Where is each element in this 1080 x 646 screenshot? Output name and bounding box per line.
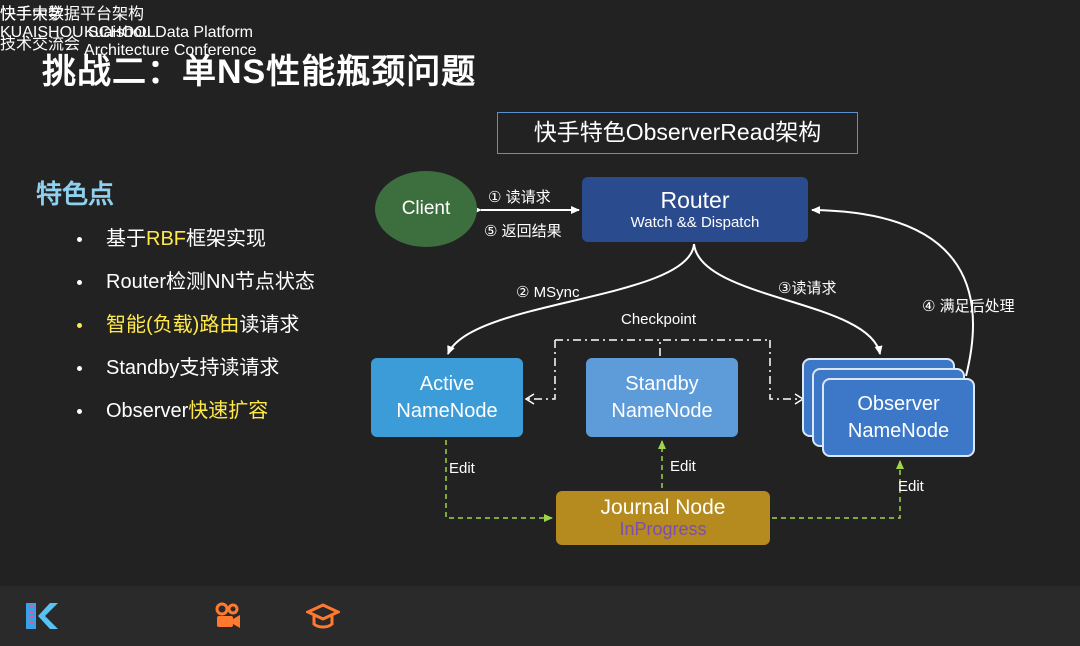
kuaishou-logo-icon: [215, 602, 240, 628]
feature-item: Standby支持读请求: [77, 351, 315, 394]
conference-brand-line1: 快手大数据平台架构: [0, 6, 145, 23]
standby-label-1: Standby: [625, 372, 699, 395]
post-process-arrow: [811, 206, 974, 377]
kuaishou-school-logo-icon: [306, 603, 340, 629]
standby-label-2: NameNode: [611, 399, 713, 422]
kuaishou-school-name: 快手中学: [0, 6, 65, 23]
client-label: Client: [401, 198, 451, 219]
features-heading: 特色点: [36, 179, 115, 209]
journal-sublabel: InProgress: [619, 519, 707, 539]
read-request-label: ① 读请求: [488, 189, 551, 206]
observer-label-2: NameNode: [847, 419, 950, 442]
feature-text: RBF: [146, 228, 186, 250]
edit-active-label: Edit: [449, 460, 475, 477]
checkpoint-arrow-active: [524, 393, 535, 405]
active-label-1: Active: [419, 372, 475, 395]
router-label: Router: [660, 186, 730, 213]
footer-bar: [0, 586, 1080, 646]
kuaishou-brand: 快手: [0, 6, 33, 23]
client-node: Client: [375, 171, 477, 247]
active-namenode: Active NameNode: [371, 358, 523, 437]
conference-brand: 快手大数据平台架构 技术交流会 Kuaishou Data Platform A…: [0, 0, 257, 60]
feature-text: Standby支持读请求: [106, 357, 280, 379]
router-sublabel: Watch && Dispatch: [630, 213, 760, 231]
conference-brand-line2: 技术交流会: [0, 36, 81, 53]
edit-standby-label: Edit: [670, 458, 696, 475]
active-label-2: NameNode: [396, 399, 498, 422]
edit-observer-label: Edit: [898, 478, 924, 495]
feature-text: 智能(负载)路由: [106, 314, 240, 336]
edit-observer-line: [772, 460, 904, 519]
router-node: Router Watch && Dispatch: [582, 177, 808, 242]
observer-namenode: Observer NameNode: [822, 378, 975, 457]
return-result-label: ⑤ 返回结果: [484, 223, 562, 240]
diagram-title: 快手特色ObserverRead架构: [497, 112, 858, 154]
journal-label: Journal Node: [600, 496, 726, 519]
feature-text: 框架实现: [186, 228, 266, 250]
post-process-label: ④ 满足后处理: [922, 298, 1015, 315]
kuaishou-school-en: KUAISHOU SCHOOL: [0, 24, 156, 41]
checkpoint-label: Checkpoint: [621, 311, 697, 328]
feature-text: 快速扩容: [188, 400, 269, 422]
observer-label-1: Observer: [857, 392, 940, 415]
read-request-arrow: [693, 243, 883, 355]
journal-node: Journal Node InProgress: [556, 491, 770, 545]
feature-item: 智能(负载)路由读请求: [77, 308, 315, 351]
msync-label: ② MSync: [516, 284, 580, 301]
feature-item: 基于RBF框架实现: [77, 222, 315, 265]
feature-text: Observer: [106, 400, 189, 422]
feature-item: Observer快速扩容: [77, 394, 315, 437]
kuaishou-school-brand: 快手中学 KUAISHOU SCHOOL: [0, 0, 156, 42]
feature-text: Router检测NN节点状态: [106, 271, 315, 293]
feature-text: 基于: [106, 228, 146, 250]
conference-brand-small1: Kuaishou Data Platform: [84, 24, 253, 41]
read-request-3-label: ③读请求: [778, 280, 837, 297]
standby-namenode: Standby NameNode: [586, 358, 738, 437]
conference-brand-small2: Architecture Conference: [84, 42, 257, 59]
conference-logo-icon: [26, 603, 58, 629]
checkpoint-line: [528, 339, 800, 400]
feature-item: Router检测NN节点状态: [77, 265, 315, 308]
edit-active-line: [445, 440, 553, 522]
page-title: 挑战二：单NS性能瓶颈问题: [42, 53, 477, 91]
msync-arrow: [447, 243, 695, 355]
feature-text: 读请求: [239, 314, 300, 336]
